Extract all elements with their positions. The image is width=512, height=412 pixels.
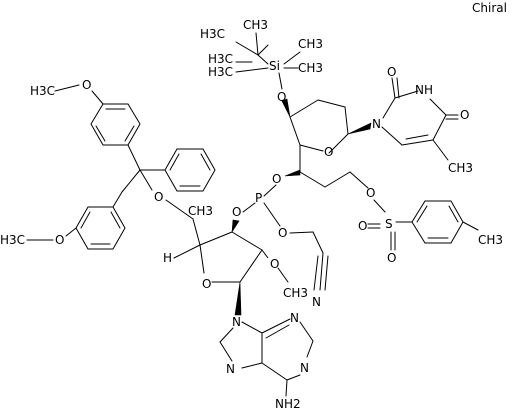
silyl-ether-oxygen: O bbox=[277, 90, 286, 104]
thymine-base: N O NH O CH3 bbox=[372, 65, 473, 175]
methoxy-2prime-oxygen: O bbox=[270, 257, 279, 271]
thymine-n3h: NH bbox=[415, 83, 433, 97]
adenine-base: N N N N NH2 bbox=[219, 311, 314, 411]
deoxyribose-unit: O O bbox=[277, 90, 372, 159]
nitrile-nitrogen: N bbox=[312, 295, 321, 309]
ribose-ring-oxygen: O bbox=[202, 277, 211, 291]
sulfonyl-oxygen-bottom: O bbox=[387, 251, 396, 265]
methoxyphenyl-ring-top bbox=[90, 103, 141, 146]
si-methyl-right-lower: CH3 bbox=[298, 61, 323, 75]
thymine-o4: O bbox=[460, 108, 469, 122]
phenyl-ring bbox=[164, 148, 216, 192]
trityl-ether-oxygen: O bbox=[154, 190, 163, 204]
adenine-n7: N bbox=[226, 362, 235, 376]
methoxy-bottom-oxygen: O bbox=[55, 233, 64, 247]
thymine-o2: O bbox=[387, 65, 396, 79]
tbs-methyl-left: H3C bbox=[200, 27, 225, 41]
tbs-methyl-left-lower: H3C bbox=[208, 65, 233, 79]
linker-chain: O O bbox=[272, 144, 386, 213]
sulfonate-ester-oxygen: O bbox=[366, 186, 375, 200]
thymine-methyl: CH3 bbox=[448, 161, 473, 175]
thymine-n1: N bbox=[372, 117, 381, 131]
ribose-unit: CH3 H O O O CH3 bbox=[163, 199, 308, 316]
deoxyribose-ring-oxygen: O bbox=[324, 145, 333, 159]
methoxy-top-oxygen: O bbox=[82, 78, 91, 92]
phosphoramidite-center: P O N bbox=[242, 184, 329, 309]
dimethoxytrityl-group: H3C O H3C O O bbox=[0, 78, 216, 250]
sulfonyl-oxygen-left: O bbox=[358, 219, 367, 233]
h-4prime: H bbox=[163, 251, 172, 265]
phosphorus-atom: P bbox=[255, 191, 262, 205]
sulfur-atom: S bbox=[385, 217, 393, 231]
methoxy-bottom-ch3: H3C bbox=[0, 233, 25, 247]
methoxy-2prime-ch3: CH3 bbox=[283, 286, 308, 300]
chiral-flag: Chiral bbox=[472, 1, 507, 15]
tbs-methyl-top: CH3 bbox=[243, 18, 268, 32]
tosyl-group: S O O CH3 bbox=[358, 200, 503, 265]
tbs-group: Si CH3 CH3 H3C CH3 H3C H3C bbox=[200, 18, 323, 90]
methoxyphenyl-ring-bottom bbox=[75, 206, 126, 250]
adenine-n1: N bbox=[300, 361, 309, 375]
linker-ether-oxygen: O bbox=[272, 172, 281, 186]
c5-methyl: CH3 bbox=[188, 204, 213, 218]
methoxy-top-ch3: H3C bbox=[30, 84, 55, 98]
phosphite-oxygen-left: O bbox=[232, 205, 241, 219]
si-methyl-left: H3C bbox=[208, 52, 233, 66]
silicon-atom: Si bbox=[269, 59, 280, 73]
adenine-n9: N bbox=[232, 315, 241, 329]
si-methyl-right: CH3 bbox=[298, 37, 323, 51]
adenine-amino: NH2 bbox=[275, 397, 301, 411]
tolyl-methyl: CH3 bbox=[478, 233, 503, 247]
adenine-n3: N bbox=[290, 311, 299, 325]
phosphite-oxygen-right: O bbox=[278, 226, 287, 240]
tolyl-ring bbox=[411, 200, 464, 244]
